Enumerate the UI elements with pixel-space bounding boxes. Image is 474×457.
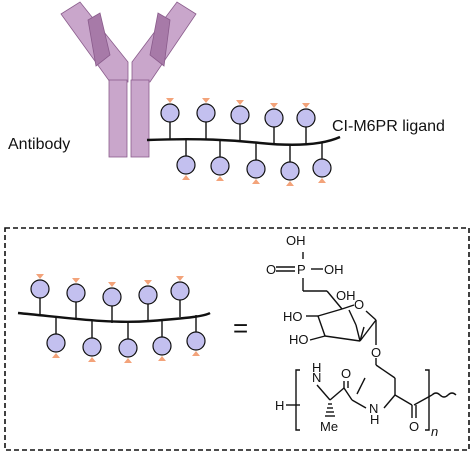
top-sugar-circle: [210, 156, 230, 176]
bottom-phosphate-triangle: [88, 357, 96, 362]
chemical-structure: [276, 252, 457, 431]
top-pendants: [160, 98, 332, 186]
bottom-phosphate-triangle: [192, 351, 200, 356]
bottom-sugar-circle: [82, 337, 102, 357]
bottom-pendant: [170, 276, 190, 317]
top-phosphate-triangle: [236, 100, 244, 105]
top-sugar-circle: [296, 108, 316, 128]
ring-oh-axial: OH: [336, 288, 356, 303]
antibody-label: Antibody: [8, 136, 70, 153]
bottom-sugar-circle: [102, 287, 122, 307]
glycosidic-oxygen: O: [371, 345, 381, 360]
phosphonate-double-bond-o: O: [266, 262, 276, 277]
bottom-sugar-circle: [118, 338, 138, 358]
bottom-phosphate-triangle: [36, 274, 44, 279]
bottom-pendant: [186, 315, 206, 356]
top-pendant: [246, 143, 266, 184]
methyl-label: Me: [320, 419, 338, 434]
top-phosphate-triangle: [166, 98, 174, 103]
phosphonate-oh-right: OH: [324, 262, 344, 277]
amide-h-left: H: [312, 360, 321, 375]
bottom-pendant: [102, 282, 122, 323]
bottom-phosphate-triangle: [72, 278, 80, 283]
bottom-sugar-circle: [46, 333, 66, 353]
bottom-pendant: [46, 317, 66, 358]
amide-n-left: N: [312, 370, 321, 385]
carbonyl-o-1: O: [341, 366, 351, 381]
top-pendant: [264, 103, 284, 144]
top-sugar-circle: [176, 155, 196, 175]
top-sugar-circle: [196, 103, 216, 123]
phosphonate-oh-top: OH: [286, 233, 306, 248]
bottom-pendant: [30, 274, 50, 315]
bottom-phosphate-triangle: [144, 280, 152, 285]
bottom-sugar-circle: [66, 283, 86, 303]
top-pendant: [196, 98, 216, 139]
terminal-h: H: [275, 398, 284, 413]
top-phosphate-triangle: [202, 98, 210, 103]
top-pendant: [230, 100, 250, 141]
bottom-sugar-circle: [152, 336, 172, 356]
carbonyl-o-2: O: [409, 419, 419, 434]
bottom-polymer-backbone: [17, 311, 211, 323]
bottom-pendants: [30, 274, 206, 363]
amide-h-mid: H: [370, 412, 379, 427]
bottom-sugar-circle: [30, 279, 50, 299]
top-pendant: [296, 103, 316, 144]
ring-ho-upper: HO: [283, 309, 303, 324]
bottom-phosphate-triangle: [108, 282, 116, 287]
top-pendant: [160, 98, 180, 139]
top-phosphate-triangle: [270, 103, 278, 108]
bottom-sugar-circle: [138, 285, 158, 305]
ligand-label: CI-M6PR ligand: [332, 118, 445, 135]
bottom-phosphate-triangle: [158, 356, 166, 361]
top-pendant: [176, 139, 196, 180]
ring-oxygen: O: [354, 297, 364, 312]
top-pendant: [280, 145, 300, 186]
bottom-sugar-circle: [170, 281, 190, 301]
equals-sign: =: [233, 313, 248, 343]
top-sugar-circle: [160, 103, 180, 123]
bottom-pendant: [152, 320, 172, 361]
top-sugar-circle: [246, 159, 266, 179]
bottom-phosphate-triangle: [176, 276, 184, 281]
top-phosphate-triangle: [182, 175, 190, 180]
top-phosphate-triangle: [302, 103, 310, 108]
top-phosphate-triangle: [252, 179, 260, 184]
ring-ho-lower: HO: [289, 332, 309, 347]
bottom-sugar-circle: [186, 331, 206, 351]
top-sugar-circle: [312, 158, 332, 178]
bottom-pendant: [66, 278, 86, 319]
bottom-pendant: [118, 322, 138, 363]
bottom-pendant: [82, 321, 102, 362]
top-polymer-backbone: [146, 135, 341, 146]
repeat-subscript-n: n: [431, 424, 438, 439]
antibody-shape: [60, 1, 197, 158]
amide-n-mid: N: [369, 401, 378, 416]
top-phosphate-triangle: [216, 176, 224, 181]
phosphorus-atom: P: [297, 262, 306, 277]
top-pendant: [312, 142, 332, 183]
bottom-pendant: [138, 280, 158, 321]
top-phosphate-triangle: [286, 181, 294, 186]
bottom-phosphate-triangle: [124, 358, 132, 363]
top-pendant: [210, 140, 230, 181]
top-phosphate-triangle: [318, 178, 326, 183]
top-sugar-circle: [264, 108, 284, 128]
bottom-phosphate-triangle: [52, 353, 60, 358]
top-sugar-circle: [230, 105, 250, 125]
dashed-inset-box: [4, 227, 470, 451]
top-sugar-circle: [280, 161, 300, 181]
